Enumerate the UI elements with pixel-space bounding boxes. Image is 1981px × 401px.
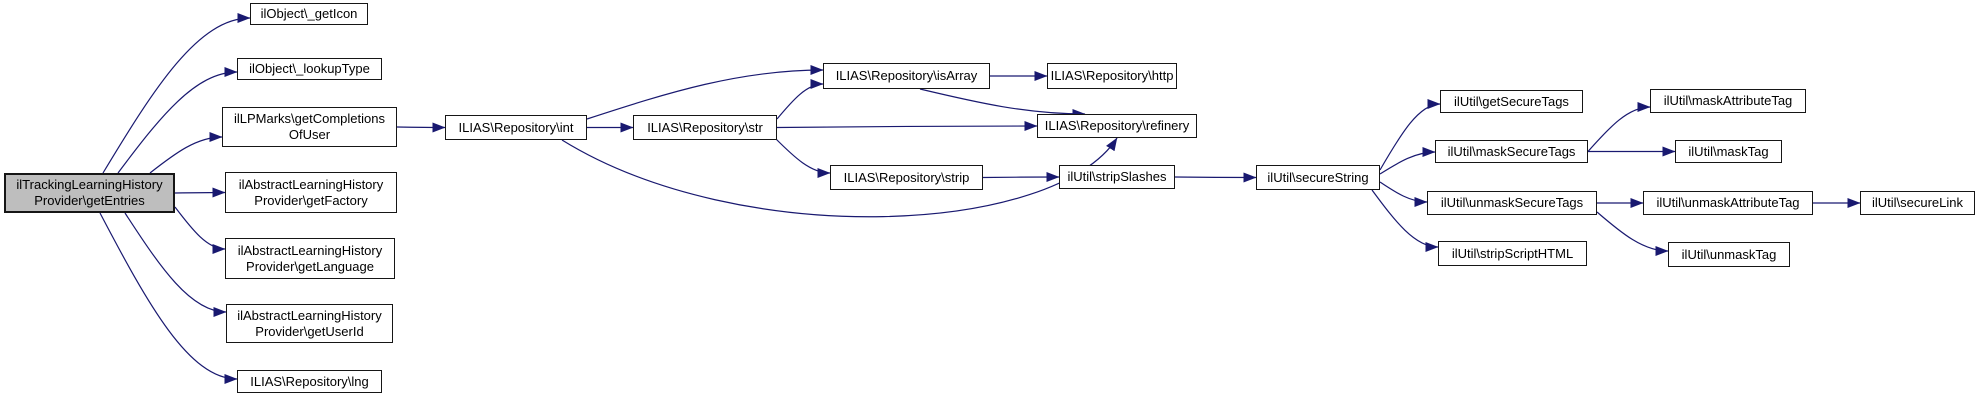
node-label: ilUtil\getSecureTags [1454, 93, 1569, 109]
node-label: ilAbstractLearningHistory [238, 176, 384, 192]
node-label: ilUtil\stripScriptHTML [1451, 245, 1574, 261]
edge-secureString-stripScriptHTML [1371, 189, 1439, 252]
edge-maskSecureTags-maskAttributeTag [1587, 102, 1651, 152]
graph-node-int[interactable]: ILIAS\Repository\int [445, 115, 587, 140]
edge-int-isArray [586, 65, 824, 120]
node-label: ilAbstractLearningHistory [237, 242, 383, 258]
node-label: ILIAS\Repository\int [458, 119, 574, 135]
edge-getEntries-getLanguage [174, 206, 226, 254]
node-label: ilObject\_getIcon [260, 6, 358, 21]
graph-node-unmaskAttributeTag[interactable]: ilUtil\unmaskAttributeTag [1643, 191, 1813, 215]
edge-strip-stripSlashes [982, 172, 1060, 183]
node-label: ilUtil\secureString [1267, 169, 1369, 185]
graph-node-lng[interactable]: ILIAS\Repository\lng [237, 370, 382, 393]
edge-getEntries-getFactory [174, 187, 226, 198]
graph-node-secureString[interactable]: ilUtil\secureString [1256, 165, 1380, 190]
graph-node-refinery[interactable]: ILIAS\Repository\refinery [1037, 114, 1197, 138]
graph-node-stripScriptHTML[interactable]: ilUtil\stripScriptHTML [1438, 241, 1587, 266]
graph-node-maskTag[interactable]: ilUtil\maskTag [1675, 140, 1782, 163]
node-label: ilUtil\unmaskTag [1681, 246, 1777, 262]
graph-node-http[interactable]: ILIAS\Repository\http [1047, 63, 1177, 89]
graph-node-unmaskSecureTags[interactable]: ilUtil\unmaskSecureTags [1427, 191, 1597, 215]
node-label: ilUtil\unmaskAttributeTag [1656, 195, 1800, 210]
node-label: ilUtil\maskAttributeTag [1663, 93, 1793, 108]
edge-str-isArray [776, 79, 824, 120]
graph-node-maskSecureTags[interactable]: ilUtil\maskSecureTags [1435, 140, 1588, 163]
edge-unmaskSecureTags-unmaskTag [1596, 211, 1669, 256]
graph-node-isArray[interactable]: ILIAS\Repository\isArray [823, 63, 990, 89]
edge-str-strip [774, 137, 831, 178]
node-label: ilLPMarks\getCompletions [233, 111, 385, 126]
node-label: ILIAS\Repository\isArray [835, 68, 978, 83]
node-label: Provider\getFactory [254, 192, 368, 208]
graph-node-lookupType[interactable]: ilObject\_lookupType [237, 58, 382, 80]
node-label: ILIAS\Repository\strip [843, 169, 970, 185]
node-label: ilTrackingLearningHistory [16, 177, 163, 192]
graph-node-getSecureTags[interactable]: ilUtil\getSecureTags [1440, 90, 1583, 113]
node-label: ilObject\_lookupType [249, 61, 370, 76]
node-label: ILIAS\Repository\lng [250, 373, 369, 389]
node-label: ILIAS\Repository\refinery [1044, 118, 1190, 133]
node-label: ilAbstractLearningHistory [237, 307, 382, 323]
node-label: ilUtil\unmaskSecureTags [1440, 195, 1584, 210]
edge-isArray-refinery [919, 88, 1086, 119]
edge-secureString-getSecureTags [1379, 99, 1441, 171]
graph-node-strip[interactable]: ILIAS\Repository\strip [830, 165, 983, 190]
node-label: ilUtil\maskSecureTags [1447, 143, 1576, 159]
edge-getEntries-getIcon [102, 13, 251, 174]
node-label: Provider\getUserId [255, 323, 364, 339]
edge-getEntries-lookupType [117, 67, 238, 174]
graph-node-str[interactable]: ILIAS\Repository\str [633, 115, 777, 140]
node-label: ilUtil\stripSlashes [1067, 169, 1167, 184]
edge-getEntries-lng [99, 212, 238, 384]
edge-getEntries-getCompletionsOfUser [149, 132, 223, 174]
graph-node-secureLink[interactable]: ilUtil\secureLink [1860, 191, 1975, 215]
edge-secureString-unmaskSecureTags [1379, 181, 1428, 207]
edge-stripSlashes-secureString [1174, 172, 1257, 183]
edge-getEntries-getUserId [124, 212, 227, 317]
edge-getCompletionsOfUser-int [396, 122, 446, 133]
edge-secureString-maskSecureTags [1379, 147, 1436, 175]
node-label: ILIAS\Repository\http [1050, 68, 1174, 83]
node-label: OfUser [288, 127, 331, 142]
graph-node-maskAttributeTag[interactable]: ilUtil\maskAttributeTag [1650, 89, 1806, 113]
node-label: ilUtil\secureLink [1871, 195, 1964, 210]
graph-node-unmaskTag[interactable]: ilUtil\unmaskTag [1668, 242, 1790, 267]
node-label: Provider\getLanguage [246, 258, 374, 274]
edge-str-refinery [776, 121, 1038, 132]
node-label: ILIAS\Repository\str [647, 119, 763, 135]
node-label: ilUtil\maskTag [1688, 143, 1769, 159]
node-label: Provider\getEntries [34, 193, 145, 208]
graph-node-getIcon[interactable]: ilObject\_getIcon [250, 3, 368, 25]
graph-node-stripSlashes[interactable]: ilUtil\stripSlashes [1059, 165, 1175, 189]
